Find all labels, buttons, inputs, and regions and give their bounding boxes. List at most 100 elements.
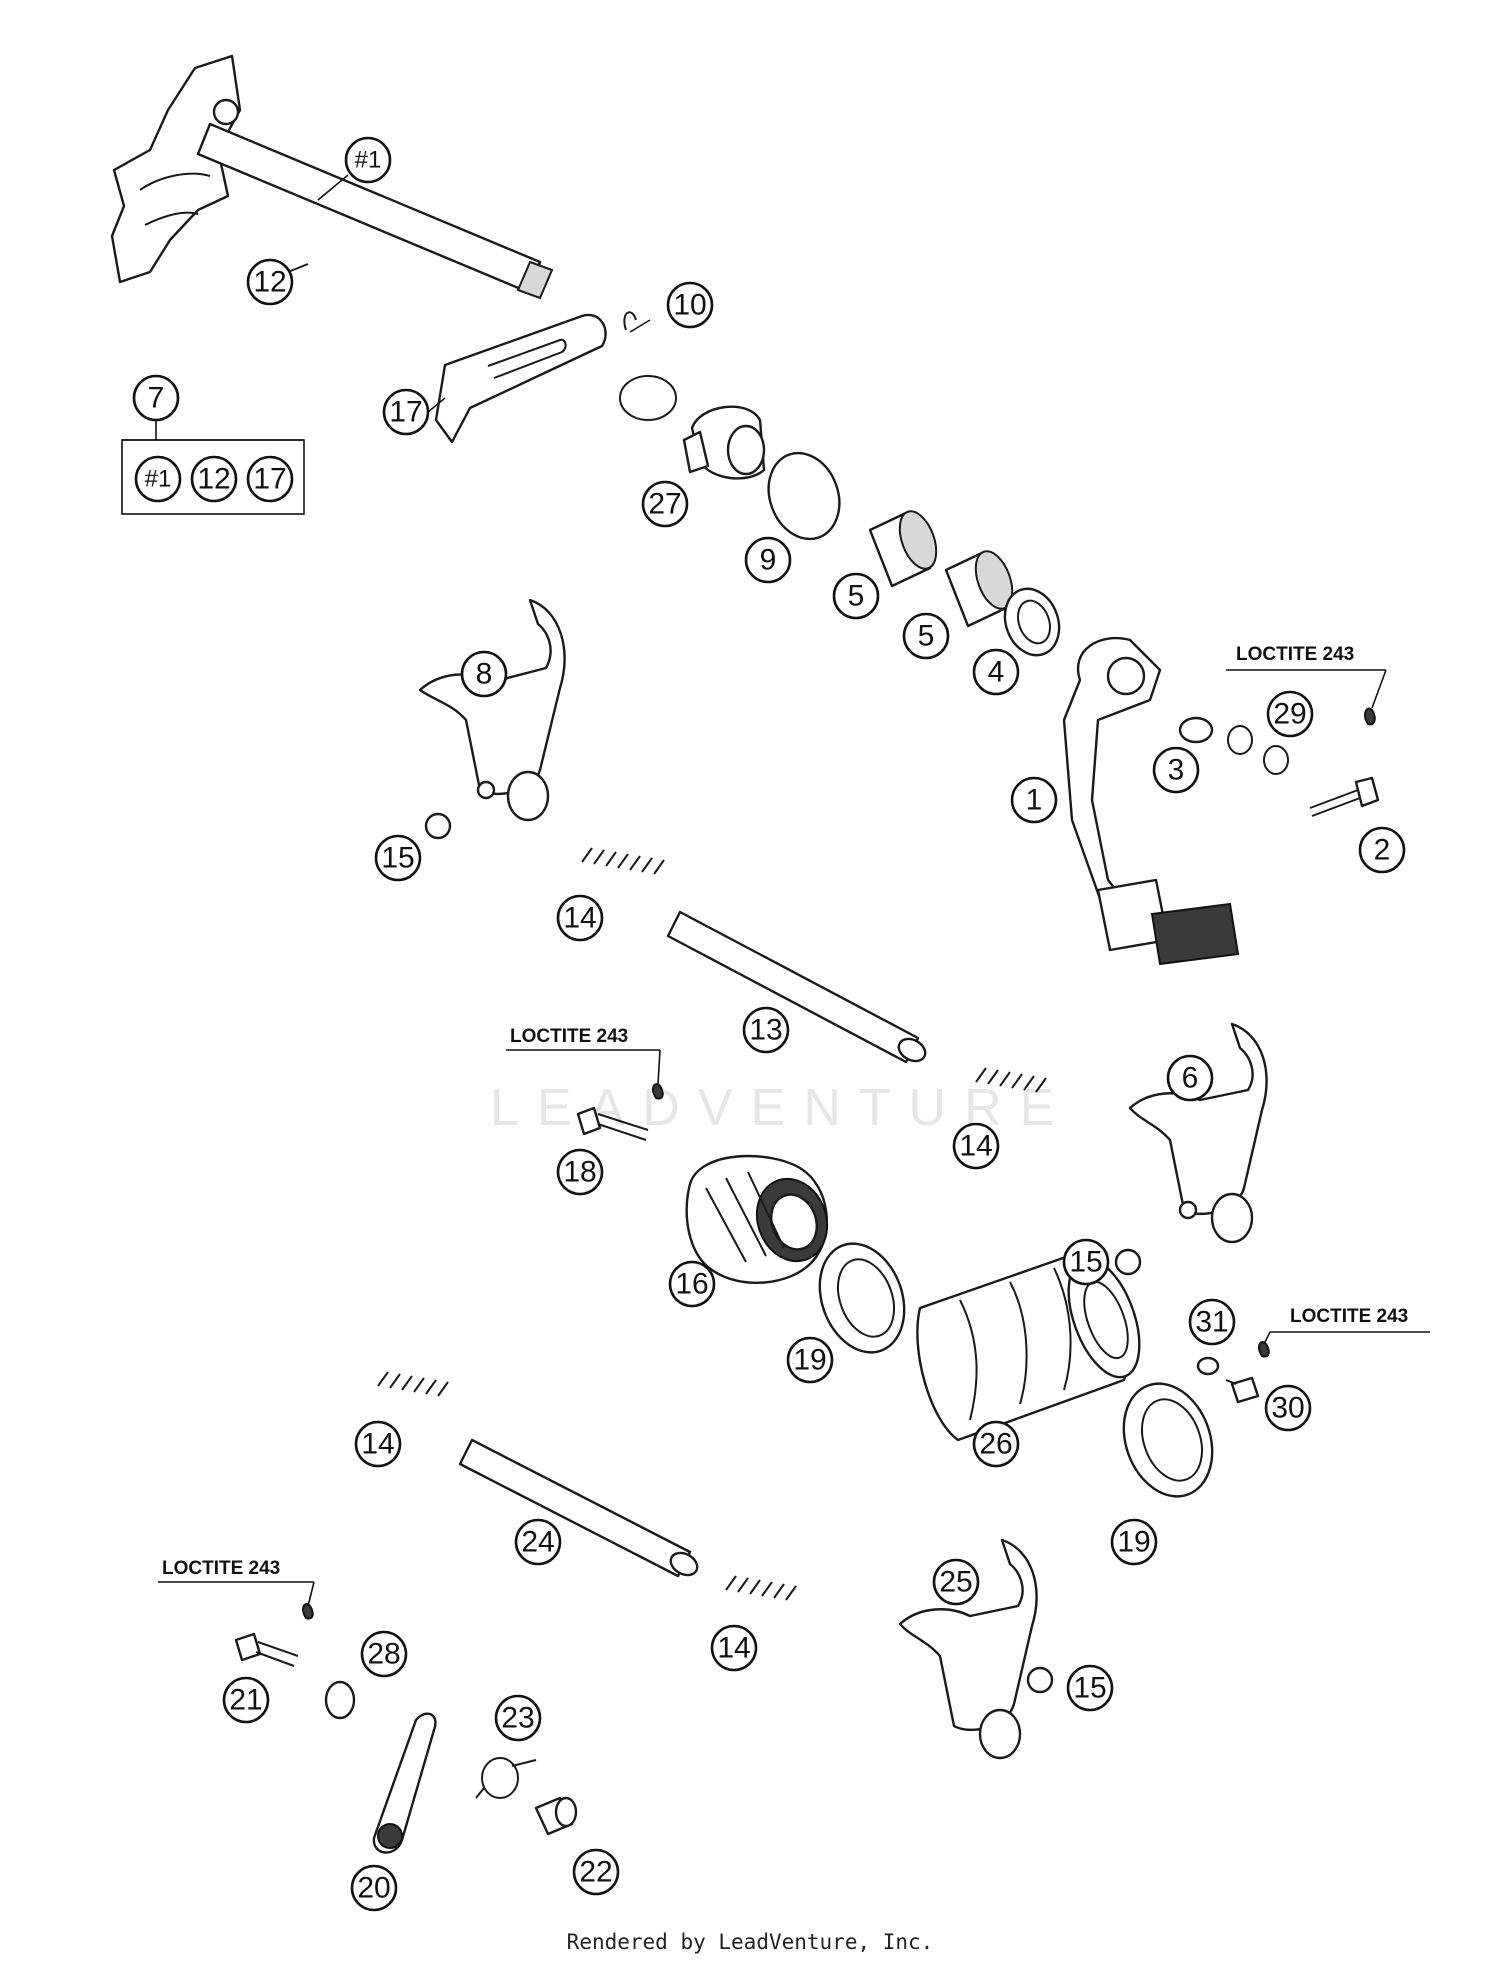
svg-text:15: 15 bbox=[381, 842, 414, 875]
shift-plate-17-part bbox=[434, 313, 607, 444]
callout-part-9[interactable]: 9 bbox=[744, 536, 792, 584]
spring-23-part bbox=[475, 1757, 537, 1799]
bolt-18-part bbox=[576, 1106, 649, 1141]
kit-member-17[interactable]: 17 bbox=[246, 455, 294, 503]
callout-part-15b[interactable]: 15 bbox=[1062, 1238, 1110, 1286]
shift-fork-8-part bbox=[418, 598, 566, 822]
callout-part-29[interactable]: 29 bbox=[1266, 690, 1314, 738]
kit-member-12[interactable]: 12 bbox=[190, 455, 238, 503]
callout-part-13[interactable]: 13 bbox=[742, 1006, 790, 1054]
svg-text:15: 15 bbox=[1069, 1246, 1102, 1279]
callout-part-12[interactable]: 12 bbox=[246, 258, 294, 306]
svg-text:5: 5 bbox=[918, 620, 935, 653]
svg-text:#1: #1 bbox=[145, 466, 172, 493]
loctite-note-c: LOCTITE 243 bbox=[1290, 1306, 1408, 1327]
guide-27-part bbox=[682, 405, 766, 480]
svg-text:5: 5 bbox=[848, 580, 865, 613]
callout-part-15c[interactable]: 15 bbox=[1066, 1664, 1114, 1712]
callout-part-25[interactable]: 25 bbox=[932, 1558, 980, 1606]
callout-part-14a[interactable]: 14 bbox=[556, 894, 604, 942]
callout-part-8[interactable]: 8 bbox=[460, 650, 508, 698]
svg-text:10: 10 bbox=[673, 289, 706, 322]
svg-text:14: 14 bbox=[959, 1130, 992, 1163]
callout-part-6[interactable]: 6 bbox=[1166, 1054, 1214, 1102]
svg-text:26: 26 bbox=[979, 1428, 1012, 1461]
loctite-drop-b bbox=[652, 1083, 664, 1100]
svg-text:27: 27 bbox=[648, 488, 681, 521]
callout-part-19b[interactable]: 19 bbox=[1110, 1518, 1158, 1566]
svg-text:2: 2 bbox=[1374, 834, 1391, 867]
kit-group-box bbox=[121, 439, 305, 515]
roller-15a-part bbox=[424, 812, 452, 840]
svg-text:14: 14 bbox=[563, 902, 596, 935]
spring-14a-part bbox=[581, 847, 665, 875]
callout-part-5b[interactable]: 5 bbox=[902, 612, 950, 660]
loctite-note-d: LOCTITE 243 bbox=[162, 1558, 280, 1579]
washer-3-part bbox=[1178, 716, 1214, 744]
callout-part-4[interactable]: 4 bbox=[972, 648, 1020, 696]
callout-part-2[interactable]: 2 bbox=[1358, 826, 1406, 874]
callout-part-22[interactable]: 22 bbox=[572, 1848, 620, 1896]
callout-part-1[interactable]: 1 bbox=[1010, 776, 1058, 824]
svg-text:17: 17 bbox=[253, 463, 286, 496]
callout-part-15a[interactable]: 15 bbox=[374, 834, 422, 882]
callout-part-30[interactable]: 30 bbox=[1264, 1384, 1312, 1432]
needle-bearing-5a-part bbox=[868, 510, 938, 588]
callout-part-27[interactable]: 27 bbox=[641, 480, 689, 528]
loctite-drop-d bbox=[302, 1603, 314, 1620]
callout-part-1-shaft[interactable]: #1 bbox=[344, 136, 392, 184]
svg-text:20: 20 bbox=[357, 1872, 390, 1905]
callout-part-3[interactable]: 3 bbox=[1152, 746, 1200, 794]
callout-part-17[interactable]: 17 bbox=[382, 388, 430, 436]
shift-shaft-part bbox=[110, 54, 554, 300]
svg-text:14: 14 bbox=[361, 1428, 394, 1461]
svg-text:19: 19 bbox=[793, 1344, 826, 1377]
callout-part-24[interactable]: 24 bbox=[514, 1518, 562, 1566]
svg-text:22: 22 bbox=[579, 1856, 612, 1889]
shift-fork-6-part bbox=[1128, 1022, 1268, 1244]
bolt-2-part bbox=[1309, 776, 1380, 817]
callout-part-20[interactable]: 20 bbox=[350, 1864, 398, 1912]
svg-text:13: 13 bbox=[749, 1014, 782, 1047]
svg-text:29: 29 bbox=[1273, 698, 1306, 731]
svg-text:7: 7 bbox=[148, 382, 165, 415]
callout-kit-7[interactable]: 7 bbox=[132, 374, 180, 422]
bearing-19a-part bbox=[818, 1242, 906, 1354]
kit-member-1[interactable]: #1 bbox=[134, 455, 182, 503]
svg-text:23: 23 bbox=[501, 1702, 534, 1735]
callout-part-23[interactable]: 23 bbox=[494, 1694, 542, 1742]
callout-part-18[interactable]: 18 bbox=[556, 1148, 604, 1196]
callout-part-19a[interactable]: 19 bbox=[786, 1336, 834, 1384]
svg-text:25: 25 bbox=[939, 1566, 972, 1599]
svg-text:15: 15 bbox=[1073, 1672, 1106, 1705]
svg-text:24: 24 bbox=[521, 1526, 554, 1559]
callout-part-14c[interactable]: 14 bbox=[354, 1420, 402, 1468]
washer-29-part bbox=[1227, 725, 1289, 775]
callout-part-10[interactable]: 10 bbox=[666, 281, 714, 329]
callout-part-31[interactable]: 31 bbox=[1188, 1298, 1236, 1346]
svg-text:9: 9 bbox=[760, 544, 777, 577]
loctite-drop-a bbox=[1364, 707, 1376, 726]
svg-text:28: 28 bbox=[367, 1638, 400, 1671]
footer-credit: Rendered by LeadVenture, Inc. bbox=[566, 1930, 934, 1954]
roller-15b-part bbox=[1114, 1248, 1142, 1276]
shift-pedal-1-part bbox=[1062, 637, 1240, 966]
shift-cam-16-part bbox=[685, 1154, 829, 1284]
callout-part-21[interactable]: 21 bbox=[222, 1676, 270, 1724]
callout-part-28[interactable]: 28 bbox=[360, 1630, 408, 1678]
bearing-19b-part bbox=[1122, 1382, 1214, 1498]
callout-part-16[interactable]: 16 bbox=[668, 1260, 716, 1308]
circlip-10-part bbox=[619, 311, 677, 421]
callout-part-5a[interactable]: 5 bbox=[832, 572, 880, 620]
spring-14c-part bbox=[377, 1371, 449, 1397]
svg-text:12: 12 bbox=[253, 266, 286, 299]
svg-text:30: 30 bbox=[1271, 1392, 1304, 1425]
callout-part-26[interactable]: 26 bbox=[972, 1420, 1020, 1468]
svg-text:3: 3 bbox=[1168, 754, 1185, 787]
svg-text:17: 17 bbox=[389, 396, 422, 429]
svg-text:#1: #1 bbox=[355, 147, 382, 174]
callout-part-14d[interactable]: 14 bbox=[710, 1624, 758, 1672]
callout-part-14b[interactable]: 14 bbox=[952, 1122, 1000, 1170]
spring-14d-part bbox=[725, 1575, 797, 1601]
